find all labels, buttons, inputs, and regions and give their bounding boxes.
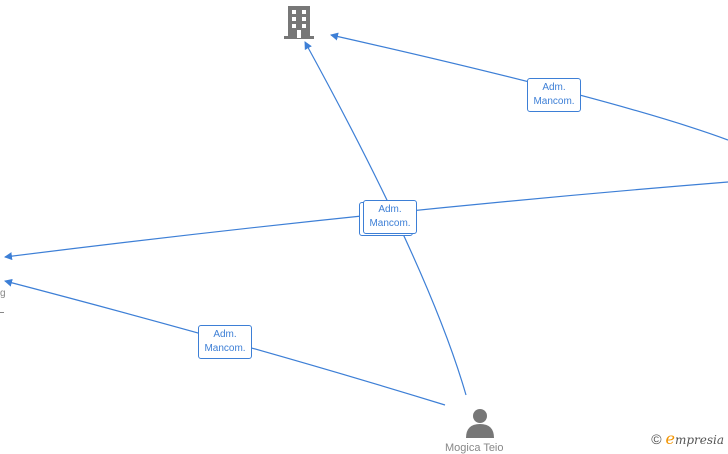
brand-logo-e: e: [665, 429, 675, 448]
edge-label-person-to-left[interactable]: Adm. Mancom.: [198, 325, 252, 359]
person-name: Mogica Teio: [445, 442, 504, 454]
edge-label-line1: Adm.: [213, 329, 237, 340]
edge-label-line1: Adm.: [542, 82, 566, 93]
building-icon: [284, 6, 314, 39]
left-node-label-fragment: g: [0, 288, 6, 299]
edge-label-right-to-company[interactable]: Adm. Mancom.: [527, 78, 581, 112]
person-icon: [466, 409, 494, 438]
edge-label-center[interactable]: Adm. Mancom.: [363, 200, 417, 234]
left-node-underline: [0, 312, 4, 313]
edge-person-to-company: [304, 41, 467, 396]
edge-label-line2: Mancom.: [204, 343, 246, 354]
person-node[interactable]: [464, 406, 496, 443]
edge-label-line2: Mancom.: [369, 218, 411, 229]
company-node[interactable]: [282, 4, 316, 45]
edge-label-line2: Mancom.: [533, 96, 575, 107]
edge-label-line1: Adm.: [378, 204, 402, 215]
brand-logo-text: mpresia: [674, 433, 724, 447]
copyright-symbol: ©: [651, 431, 662, 447]
copyright-mark: © empresia: [651, 429, 724, 448]
